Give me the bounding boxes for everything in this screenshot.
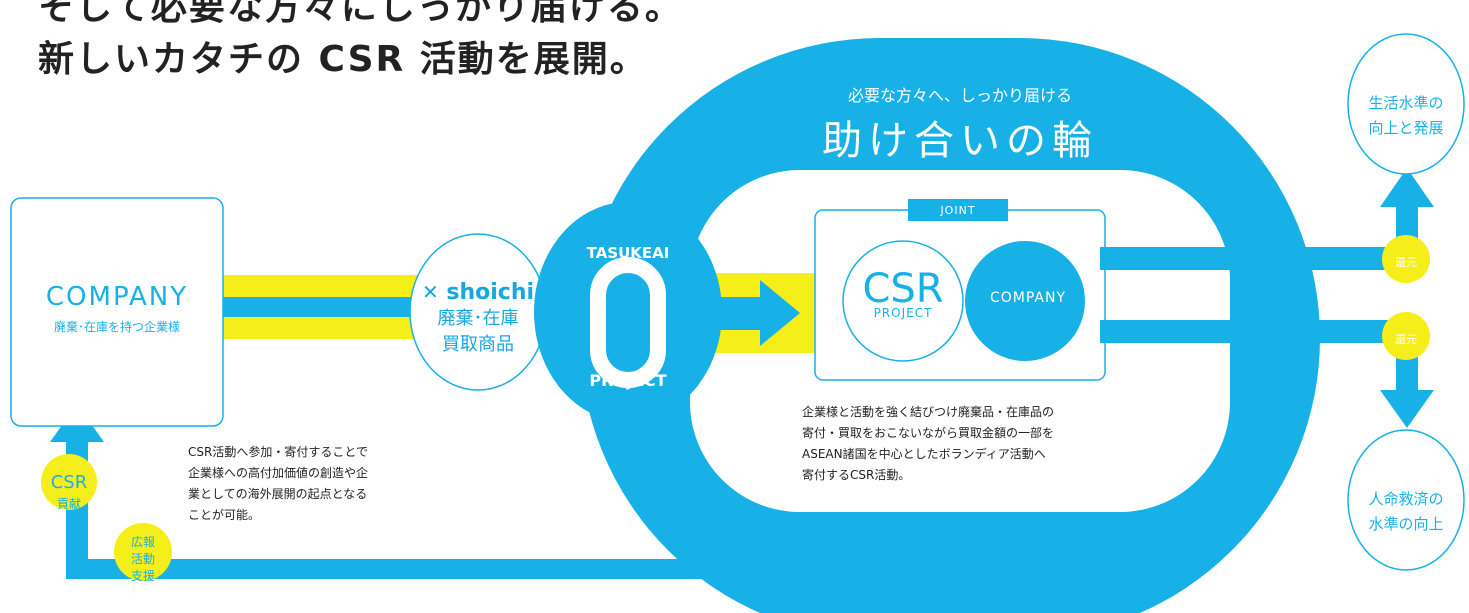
- goal-bottom-text: 人命救済の 水準の向上: [1351, 487, 1461, 537]
- flow-yellow-top: [222, 275, 422, 297]
- description-left-line: CSR活動へ参加・寄付することで: [188, 445, 368, 459]
- zero-glyph: [590, 257, 666, 388]
- company-box-title: COMPANY: [45, 282, 189, 312]
- kangen-label-top: 還元: [1395, 256, 1417, 269]
- pr-badge-line-1: 広報: [130, 535, 155, 549]
- description-right-line: ASEAN諸国を中心としたボランディア活動へ: [802, 447, 1046, 461]
- company-box-subtitle: 廃棄･在庫を持つ企業様: [53, 320, 180, 334]
- joint-label-bg: [908, 199, 1008, 221]
- company-box: [10, 197, 224, 427]
- kangen-label-bottom: 還元: [1395, 333, 1417, 346]
- description-right-line: 寄付するCSR活動。: [802, 468, 911, 482]
- pr-badge-line-3: 支援: [130, 569, 155, 583]
- goal-bottom-line-2: 水準の向上: [1368, 515, 1444, 533]
- flow-arrow-to-joint: [720, 280, 800, 346]
- description-left-line: ことが可能。: [188, 508, 261, 522]
- ring-subtitle: 必要な方々へ、しっかり届ける: [847, 86, 1072, 105]
- shoichi-text-line-2: 買取商品: [442, 334, 514, 355]
- description-right-line: 寄付・買取をおこないながら買取金額の一部を: [802, 426, 1055, 440]
- pr-loop-horizontal: [68, 559, 708, 579]
- goal-top-line-1: 生活水準の: [1368, 94, 1444, 112]
- shoichi-mark-icon: ✕: [421, 280, 439, 304]
- description-left-line: 企業様への高付加価値の創造や企: [188, 466, 369, 480]
- csr-project-title: CSR: [862, 266, 944, 312]
- outflow-bottom: [1100, 320, 1400, 343]
- shoichi-text-line-1: 廃棄･在庫: [437, 308, 519, 329]
- csr-badge-label: CSR: [50, 472, 88, 493]
- shoichi-logo-text: shoichi: [446, 280, 535, 305]
- shoichi-text: 廃棄･在庫 買取商品: [418, 306, 538, 358]
- headline-line-2: 新しいカタチの CSR 活動を展開。: [38, 39, 648, 80]
- outflow-top: [1100, 247, 1400, 270]
- joint-label: JOINT: [940, 204, 976, 217]
- goal-bottom-line-1: 人命救済の: [1368, 490, 1444, 508]
- down-arrow-head: [1380, 390, 1434, 428]
- project-logo-bottom: PROJECT: [589, 371, 667, 390]
- project-logo-top: TASUKEAI: [586, 244, 670, 262]
- goal-top-text: 生活水準の 向上と発展: [1351, 91, 1461, 141]
- shoichi-logo: ✕ shoichi: [418, 280, 538, 305]
- company-circle-label: COMPANY: [989, 290, 1067, 306]
- flow-blue-middle: [222, 297, 422, 317]
- pr-badge-line-2: 活動: [130, 552, 155, 566]
- kangen-circle-top: [1382, 235, 1430, 283]
- goal-top-line-2: 向上と発展: [1368, 119, 1444, 137]
- description-right: 企業様と活動を強く結びつけ廃棄品・在庫品の 寄付・買取をおこないながら買取金額の…: [802, 402, 1142, 486]
- csr-badge: [41, 454, 97, 510]
- headline-line-1: そして必要な方々にしっかり届ける。: [38, 0, 683, 28]
- csr-badge-sublabel: 貢献: [56, 497, 81, 511]
- csr-project-circle: [842, 240, 964, 362]
- pr-badge: [114, 523, 172, 581]
- description-left: CSR活動へ参加・寄付することで 企業様への高付加価値の創造や企 業としての海外…: [188, 442, 438, 526]
- goal-circle-top: [1347, 33, 1465, 175]
- flow-yellow-bottom: [222, 317, 422, 339]
- description-right-line: 企業様と活動を強く結びつけ廃棄品・在庫品の: [802, 405, 1055, 419]
- project-circle: [534, 202, 722, 422]
- company-circle: [965, 241, 1085, 361]
- csr-project-subtitle: PROJECT: [873, 306, 933, 320]
- description-left-line: 業としての海外展開の起点となる: [188, 487, 368, 501]
- pr-badge-label: 広報 活動 支援: [115, 534, 171, 585]
- kangen-circle-bottom: [1382, 312, 1430, 360]
- ring-title: 助け合いの輪: [822, 118, 1098, 164]
- up-arrow-head: [1380, 168, 1434, 207]
- goal-circle-bottom: [1347, 429, 1465, 571]
